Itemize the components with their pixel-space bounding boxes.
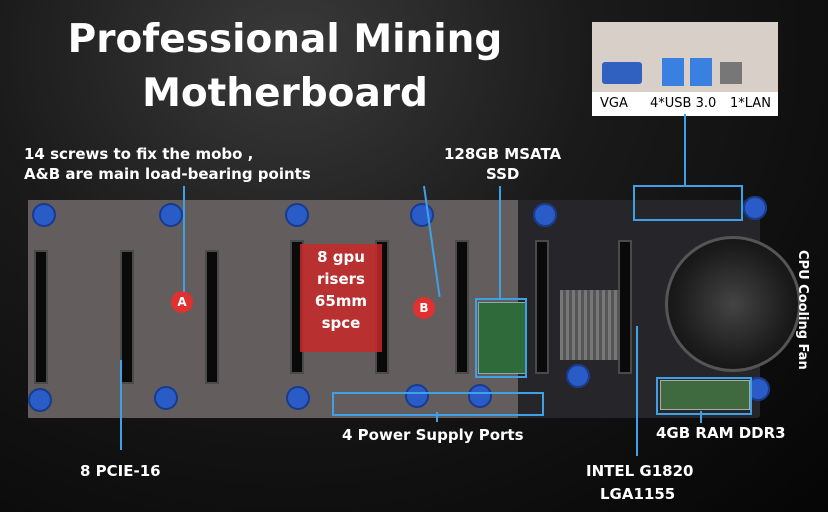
gpu-spacing-highlight <box>300 244 382 352</box>
io-label-vga: VGA <box>600 96 628 111</box>
ram-highlight-box <box>656 377 752 415</box>
usb-port-icon <box>690 58 712 86</box>
chipset-heatsink <box>560 290 620 360</box>
screw-icon <box>405 384 429 408</box>
pcie-label: 8 PCIE-16 <box>80 462 161 480</box>
ram-module <box>660 380 750 410</box>
io-highlight-box <box>633 185 743 221</box>
pcie-slot <box>34 250 48 384</box>
io-label-panel <box>592 92 778 116</box>
pcie-slot <box>535 240 549 374</box>
marker-b: B <box>413 297 435 319</box>
screw-icon <box>159 203 183 227</box>
msata-label-line-1: 128GB MSATA <box>444 145 562 163</box>
screw-icon <box>468 384 492 408</box>
leader-line-power <box>436 412 438 422</box>
screw-icon <box>566 364 590 388</box>
screw-icon <box>286 386 310 410</box>
usb-port-icon <box>662 58 684 86</box>
msata-highlight-box <box>475 298 527 378</box>
cpu-fan-label: CPU Cooling Fan <box>795 250 810 370</box>
title-line-2: Motherboard <box>142 71 428 116</box>
pcie-slot <box>618 240 632 374</box>
screw-icon <box>28 388 52 412</box>
acrylic-plate <box>28 200 518 418</box>
screw-icon <box>32 203 56 227</box>
pcie-slot <box>205 250 219 384</box>
cpu-fan-label-wrap: CPU Cooling Fan <box>784 248 828 378</box>
power-ports-highlight-box <box>332 392 544 416</box>
gpu-risers-label: 8 gpu risers 65mm spce <box>314 248 368 332</box>
power-ports-label: 4 Power Supply Ports <box>342 426 524 444</box>
vga-port-icon <box>602 62 642 84</box>
leader-line-msata <box>499 186 501 298</box>
screw-icon <box>285 203 309 227</box>
leader-line-cpu <box>636 326 638 456</box>
io-label-lan: 1*LAN <box>730 96 771 111</box>
leader-line-ram <box>700 411 702 423</box>
screw-icon <box>743 196 767 220</box>
cpu-label-line-2: LGA1155 <box>600 485 676 503</box>
msata-label-line-2: SSD <box>486 165 520 183</box>
leader-line-a <box>183 186 185 292</box>
title-line-1: Professional Mining <box>67 17 503 62</box>
screw-icon <box>533 203 557 227</box>
screws-label-line-1: 14 screws to fix the mobo , <box>24 145 254 163</box>
io-label-usb: 4*USB 3.0 <box>650 96 717 111</box>
ram-label: 4GB RAM DDR3 <box>656 424 786 442</box>
leader-line-io <box>684 114 686 186</box>
cpu-label-line-1: INTEL G1820 <box>586 462 694 480</box>
cpu-fan-icon <box>665 236 801 372</box>
pcie-slot <box>120 250 134 384</box>
pcie-slot <box>455 240 469 374</box>
screw-icon <box>154 386 178 410</box>
leader-line-pcie <box>120 360 122 450</box>
lan-port-icon <box>720 62 742 84</box>
marker-a: A <box>171 291 193 313</box>
msata-ssd <box>478 302 526 374</box>
screws-label-line-2: A&B are main load-bearing points <box>24 165 311 183</box>
